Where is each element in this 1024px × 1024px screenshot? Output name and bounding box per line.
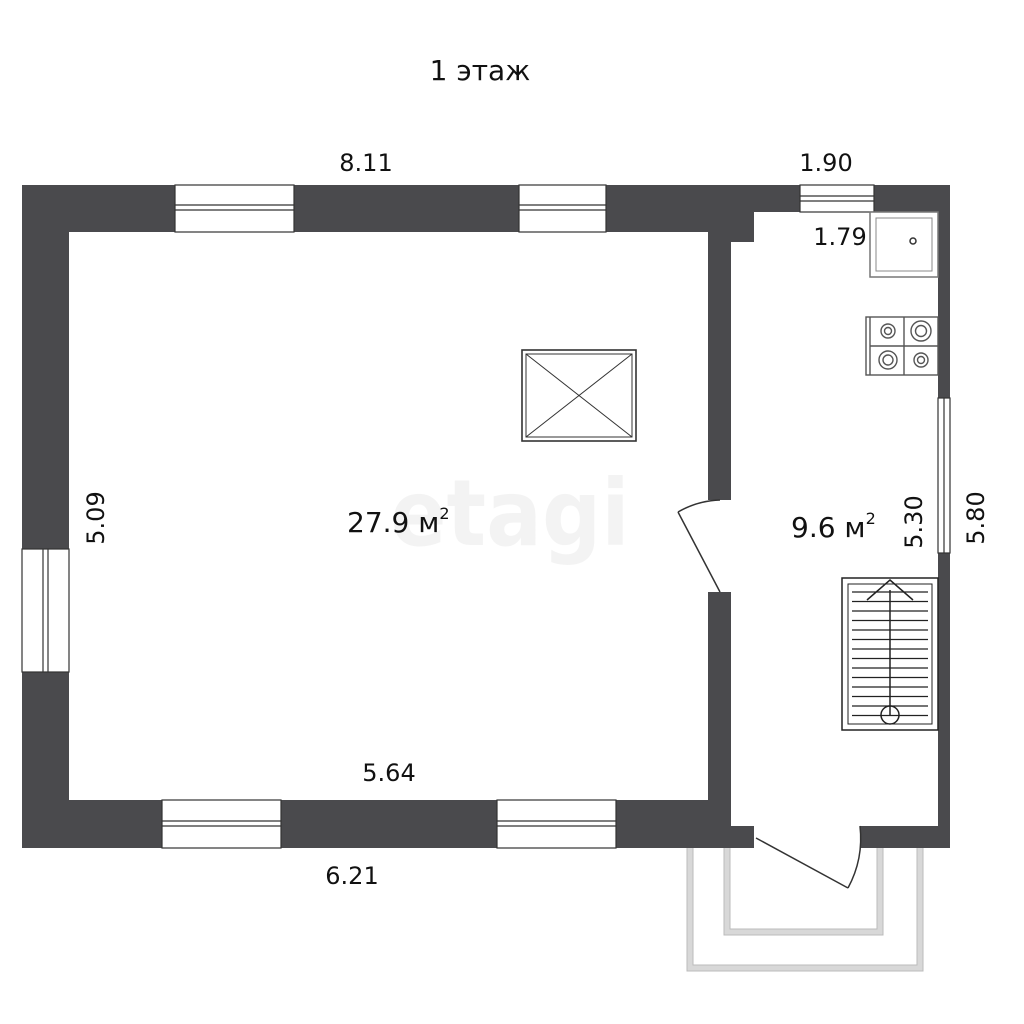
dim-kitchen-width: 1.79 (813, 223, 866, 251)
stove-icon (865, 316, 939, 376)
hall-area-unit-sup: 2 (866, 509, 876, 528)
window-top-2 (518, 184, 607, 233)
dim-hall-height-inner: 5.30 (900, 495, 928, 548)
window-top-1 (174, 184, 295, 233)
dim-top-outer: 8.11 (339, 149, 392, 177)
sink-icon (869, 211, 939, 278)
windows (21, 184, 951, 849)
dim-hall-height-outer: 5.80 (962, 491, 990, 544)
hall-area: 9.6 м2 (791, 509, 876, 544)
main-room-area: 27.9 м2 (347, 504, 450, 539)
dim-top-right: 1.90 (799, 149, 852, 177)
staircase (841, 577, 939, 731)
dim-main-bottom-inner: 5.64 (362, 759, 415, 787)
floor-title: 1 этаж (430, 54, 531, 87)
window-bottom-1 (161, 799, 282, 849)
hall-area-value: 9.6 м (791, 511, 866, 544)
main-room-area-value: 27.9 м (347, 506, 439, 539)
main-room-area-unit-sup: 2 (439, 504, 449, 523)
dim-left-height: 5.09 (82, 491, 110, 544)
window-bottom-2 (496, 799, 617, 849)
window-top-3 (799, 184, 875, 213)
watermark: etagi (390, 460, 629, 567)
entry-door (755, 825, 862, 889)
ceiling-hatch (521, 349, 637, 442)
window-left (21, 548, 70, 673)
porch (687, 848, 923, 971)
dim-bottom-outer: 6.21 (325, 862, 378, 890)
interior-door (677, 499, 721, 593)
